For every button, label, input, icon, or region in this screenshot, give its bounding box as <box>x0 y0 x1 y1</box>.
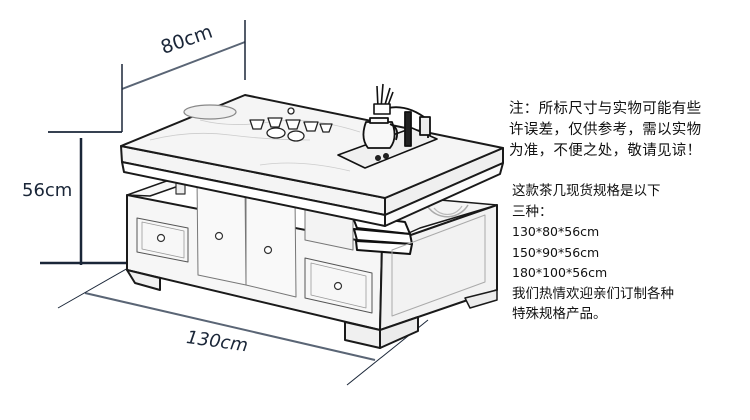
available-sizes-block: 这款茶几现货规格是以下 三种： 130*80*56cm 150*90*56cm … <box>512 181 747 325</box>
right-drawer-inner <box>310 262 367 309</box>
tea-plate <box>183 104 237 120</box>
left-drawer-inner <box>141 221 185 259</box>
electric-kettle <box>362 106 431 149</box>
note-line: 为准，不便之处，敬请见谅！ <box>509 143 702 159</box>
door-knob-left <box>214 231 224 241</box>
length-dim-line <box>84 292 376 361</box>
foot-left <box>126 269 161 291</box>
foot-back <box>464 289 498 309</box>
specs-intro-line: 这款茶几现货规格是以下 <box>512 183 661 199</box>
right-drawer-knob <box>333 281 343 291</box>
height-dimension-label: 56cm <box>22 180 73 201</box>
size-option: 180*100*56cm <box>512 265 608 280</box>
left-drawer-knob <box>156 233 166 243</box>
dimension-lines <box>40 20 429 386</box>
side-panel <box>391 214 486 317</box>
specs-outro-line: 特殊规格产品。 <box>512 306 607 322</box>
specs-outro-line: 我们热情欢迎亲们订制各种 <box>512 285 674 302</box>
foot-side <box>379 316 419 349</box>
width-dim-line <box>121 41 246 90</box>
specs-intro-line: 三种： <box>512 203 553 220</box>
length-ext-left <box>57 267 129 309</box>
tea-utensils <box>373 83 394 115</box>
tea-table-sketch <box>120 83 504 349</box>
door-knob-right <box>263 245 273 255</box>
decorative-medallion <box>427 204 469 218</box>
tea-cups <box>249 107 333 142</box>
note-line: 注：所标尺寸与实物可能有些 <box>509 101 702 117</box>
tabletop-side-apron <box>384 162 504 227</box>
note-line: 许误差，仅供参考，需以实物 <box>509 122 702 138</box>
size-option: 130*80*56cm <box>512 224 600 239</box>
disclaimer-note: 注：所标尺寸与实物可能有些 许误差，仅供参考，需以实物 为准，不便之处，敬请见谅… <box>509 99 749 162</box>
size-option: 150*90*56cm <box>512 244 600 260</box>
